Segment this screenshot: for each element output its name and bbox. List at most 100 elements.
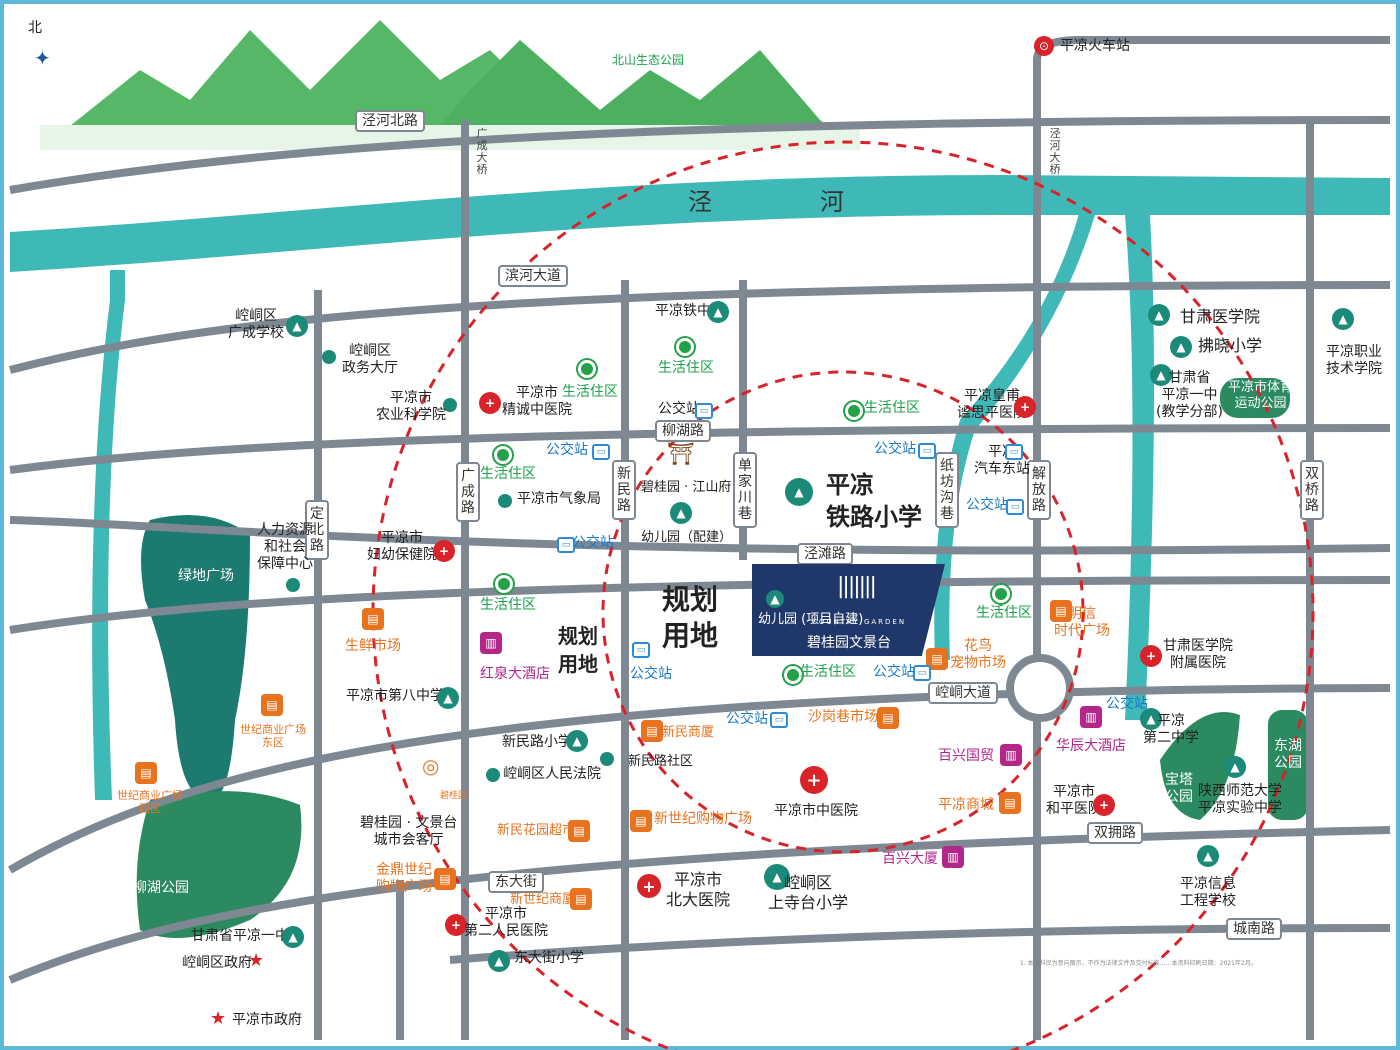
mall-icon: ▤ [630, 810, 652, 832]
jingcheng-hospital: 平凉市 精诚中医院 [502, 385, 572, 418]
gov-star-icon: ★ [248, 950, 265, 971]
mingxin-plaza: 明信 时代广场 [1054, 606, 1110, 639]
bus-stop: 公交站 [726, 711, 768, 727]
school-icon: ▲ [282, 926, 304, 948]
bus-stop: 公交站 [966, 497, 1008, 513]
gov-star-icon: ★ [210, 1008, 227, 1029]
shangsitai-school: 崆峒区 上寺台小学 [768, 873, 849, 912]
tiezhong: 平凉铁中 [655, 303, 711, 319]
bus-stop: 公交站 [572, 535, 614, 551]
living-icon [495, 575, 513, 593]
bus-stop: 公交站 [546, 442, 588, 458]
court-icon [486, 768, 500, 782]
train-icon: ⊙ [1034, 36, 1054, 56]
project-name: 碧桂园文景台 [807, 635, 891, 651]
road-chengnan: 城南路 [1226, 918, 1282, 940]
road-danjiachuan: 单家川巷 [733, 452, 757, 528]
mall-icon: ▤ [135, 762, 157, 784]
huachen-hotel: 华辰大酒店 [1056, 738, 1126, 754]
shaanxi-normal: 陕西师范大学 平凉实验中学 [1198, 783, 1282, 816]
market-icon: ▤ [362, 608, 384, 630]
pingliang-mall: 平凉商城 [938, 797, 994, 813]
hotel-icon: ▥ [942, 846, 964, 868]
mall-icon: ▤ [1050, 600, 1072, 622]
xinmin-mall: 新民商厦 [662, 725, 715, 740]
road-binhe: 滨河大道 [498, 265, 568, 287]
court-icon [600, 752, 614, 766]
school-icon: ▲ [670, 502, 692, 524]
bus-icon: ▭ [918, 443, 936, 459]
vocational-college: 平凉职业 技术学院 [1326, 344, 1382, 377]
liuhu-park: 柳湖公园 [133, 880, 189, 896]
hospital-icon: + [800, 766, 828, 794]
train-station-label: 平凉火车站 [1060, 38, 1130, 54]
beishan-park-label: 北山生态公园 [612, 53, 685, 67]
research-icon [443, 398, 457, 412]
compass-icon: ✦ [34, 46, 51, 70]
weather-bureau: 平凉市气象局 [517, 491, 601, 507]
kindergarten: 幼儿园（配建） [641, 530, 733, 545]
hospital-icon: + [1140, 645, 1162, 667]
living-area: 生活住区 [658, 360, 714, 376]
century-east: 世纪商业广场 东区 [240, 723, 306, 749]
green-plaza-area [141, 515, 250, 800]
bus-stop: 公交站 [873, 664, 915, 680]
new-century-mall: 新世纪购物广场 [654, 811, 752, 827]
river-middle [934, 210, 1095, 660]
hospital-icon: + [445, 914, 467, 936]
fuxiao-school: 拂晓小学 [1198, 336, 1263, 355]
bus-stop: 公交站 [874, 441, 916, 457]
school-icon: ▲ [437, 687, 459, 709]
sports-park-area [1220, 378, 1290, 418]
jinghe-bridge: 泾河大桥 [1049, 127, 1061, 176]
living-icon [578, 360, 596, 378]
planned-land: 规划 用地 [662, 583, 719, 652]
city-gov: 平凉市政府 [232, 1012, 302, 1028]
sports-park: 平凉市体育 运动公园 [1228, 380, 1294, 411]
living-icon [992, 585, 1010, 603]
guangcheng-school: 崆峒区 广成学校 [228, 308, 284, 341]
jinding-mall: 金鼎世纪 购物广场 [376, 862, 432, 895]
bus-icon: ▭ [770, 712, 788, 728]
hospital-icon: + [637, 874, 661, 898]
wenjing-hall: 碧桂园 · 文景台 城市会客厅 [360, 815, 458, 848]
fresh-market: 生鲜市场 [345, 638, 401, 654]
road-shuangqiao: 双桥路 [1300, 460, 1324, 520]
road-jiefang: 解放路 [1027, 460, 1051, 520]
mall-icon: ▤ [570, 888, 592, 910]
road-guangcheng: 广成路 [456, 462, 480, 522]
district-gov: 崆峒区政府 [182, 955, 252, 971]
huangfu-hospital: 平凉皇甫 谧思平医院 [957, 388, 1027, 421]
school-icon: ▲ [1332, 308, 1354, 330]
gov-hall: 崆峒区 政务大厅 [342, 343, 398, 376]
donghu-park: 东湖 公园 [1274, 738, 1302, 771]
project-logo-icon: ||||||| [837, 574, 877, 599]
school-icon: ▲ [1140, 708, 1162, 730]
bus-icon: ▭ [695, 403, 713, 419]
school-icon: ▲ [566, 730, 588, 752]
baixing-guomao: 百兴国贸 [938, 748, 994, 764]
new-century-building: 新世纪商厦 [510, 892, 576, 907]
river-left [92, 270, 125, 800]
living-area: 生活住区 [976, 605, 1032, 621]
school-icon: ▲ [1150, 364, 1172, 386]
mall-icon: ▤ [877, 707, 899, 729]
baota-park: 宝塔 公园 [1165, 772, 1193, 805]
mall-icon: ▤ [261, 694, 283, 716]
dongdajie-school: 东大街小学 [514, 950, 584, 966]
bus-icon: ▭ [557, 537, 575, 553]
guangcheng-bridge: 广成大桥 [476, 127, 488, 176]
renli-center: 人力资源 和社会 保障中心 [257, 522, 313, 572]
second-middle: 平凉 第二中学 [1143, 713, 1199, 746]
no1-school: 甘肃省平凉一中 [191, 928, 289, 944]
mall-icon: ▤ [434, 868, 456, 890]
living-area: 生活住区 [480, 597, 536, 613]
heping-hospital: 平凉市 和平医院 [1046, 784, 1102, 817]
project-brand-en: COUNTRY GARDEN [812, 618, 907, 626]
jiangshan-icon: ⛩ [667, 442, 695, 467]
liuhu-park-area [136, 791, 302, 938]
flower-market: 花鸟 宠物市场 [950, 638, 1006, 671]
info-school: 平凉信息 工程学校 [1180, 876, 1236, 909]
no1-middle-branch: 甘肃省 平凉一中 (教学分部) [1156, 370, 1223, 420]
